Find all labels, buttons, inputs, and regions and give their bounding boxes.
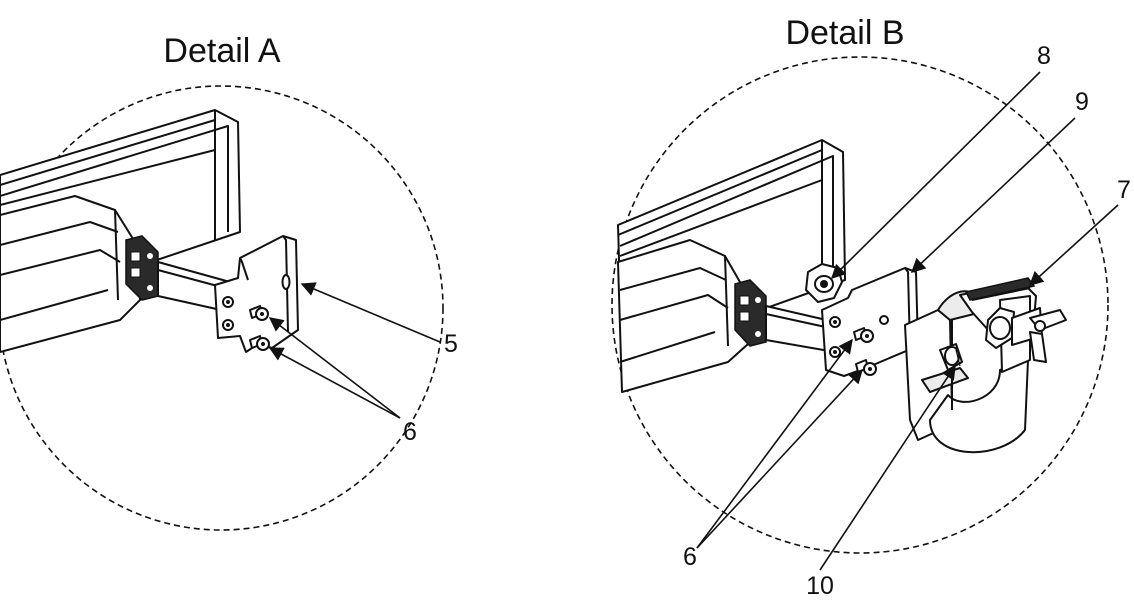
detail-a-leader-5 (300, 282, 441, 343)
detail-b-screw-upper (853, 327, 874, 343)
detail-a-slot-hole (281, 274, 291, 290)
detail-b: Detail B (611, 14, 1131, 600)
detail-b-plate-hole (879, 315, 889, 325)
detail-a-bracket-plate (214, 235, 299, 353)
detail-a-screw-upper (249, 305, 269, 321)
detail-b-boundary-circle (611, 56, 1109, 554)
detail-b-title: Detail B (785, 14, 904, 52)
detail-b-callout-9: 9 (1075, 88, 1089, 116)
detail-b-fixture-housing (617, 239, 749, 393)
detail-a-fixture-housing (0, 195, 141, 353)
detail-a: Detail A (0, 32, 458, 531)
detail-b-wing-bolt (985, 307, 1067, 363)
detail-a-title: Detail A (163, 32, 280, 70)
detail-b-leader-6-lower (696, 368, 863, 549)
detail-a-boundary-circle (0, 85, 444, 531)
detail-b-callout-6: 6 (683, 543, 697, 571)
detail-b-nut (805, 263, 843, 303)
detail-a-leader-6-upper (268, 317, 401, 419)
detail-b-callout-10: 10 (806, 572, 834, 600)
detail-a-callout-5: 5 (444, 330, 458, 358)
detail-b-callout-7: 7 (1117, 176, 1131, 204)
detail-b-leader-7 (1028, 204, 1119, 286)
detail-a-end-connector (125, 235, 159, 301)
detail-b-callout-8: 8 (1037, 42, 1051, 70)
detail-b-end-connector (734, 279, 767, 347)
detail-b-leader-8 (830, 71, 1041, 280)
detail-a-leader-6-lower (268, 347, 401, 419)
detail-b-clamp-bolt (939, 343, 963, 371)
detail-a-callout-6: 6 (403, 418, 417, 446)
detail-b-leader-9 (910, 117, 1076, 273)
detail-b-leader-6-upper (696, 338, 853, 549)
detail-b-clamp (904, 277, 1037, 454)
detail-b-leader-10 (819, 364, 956, 571)
detail-a-screw-lower (249, 335, 270, 351)
